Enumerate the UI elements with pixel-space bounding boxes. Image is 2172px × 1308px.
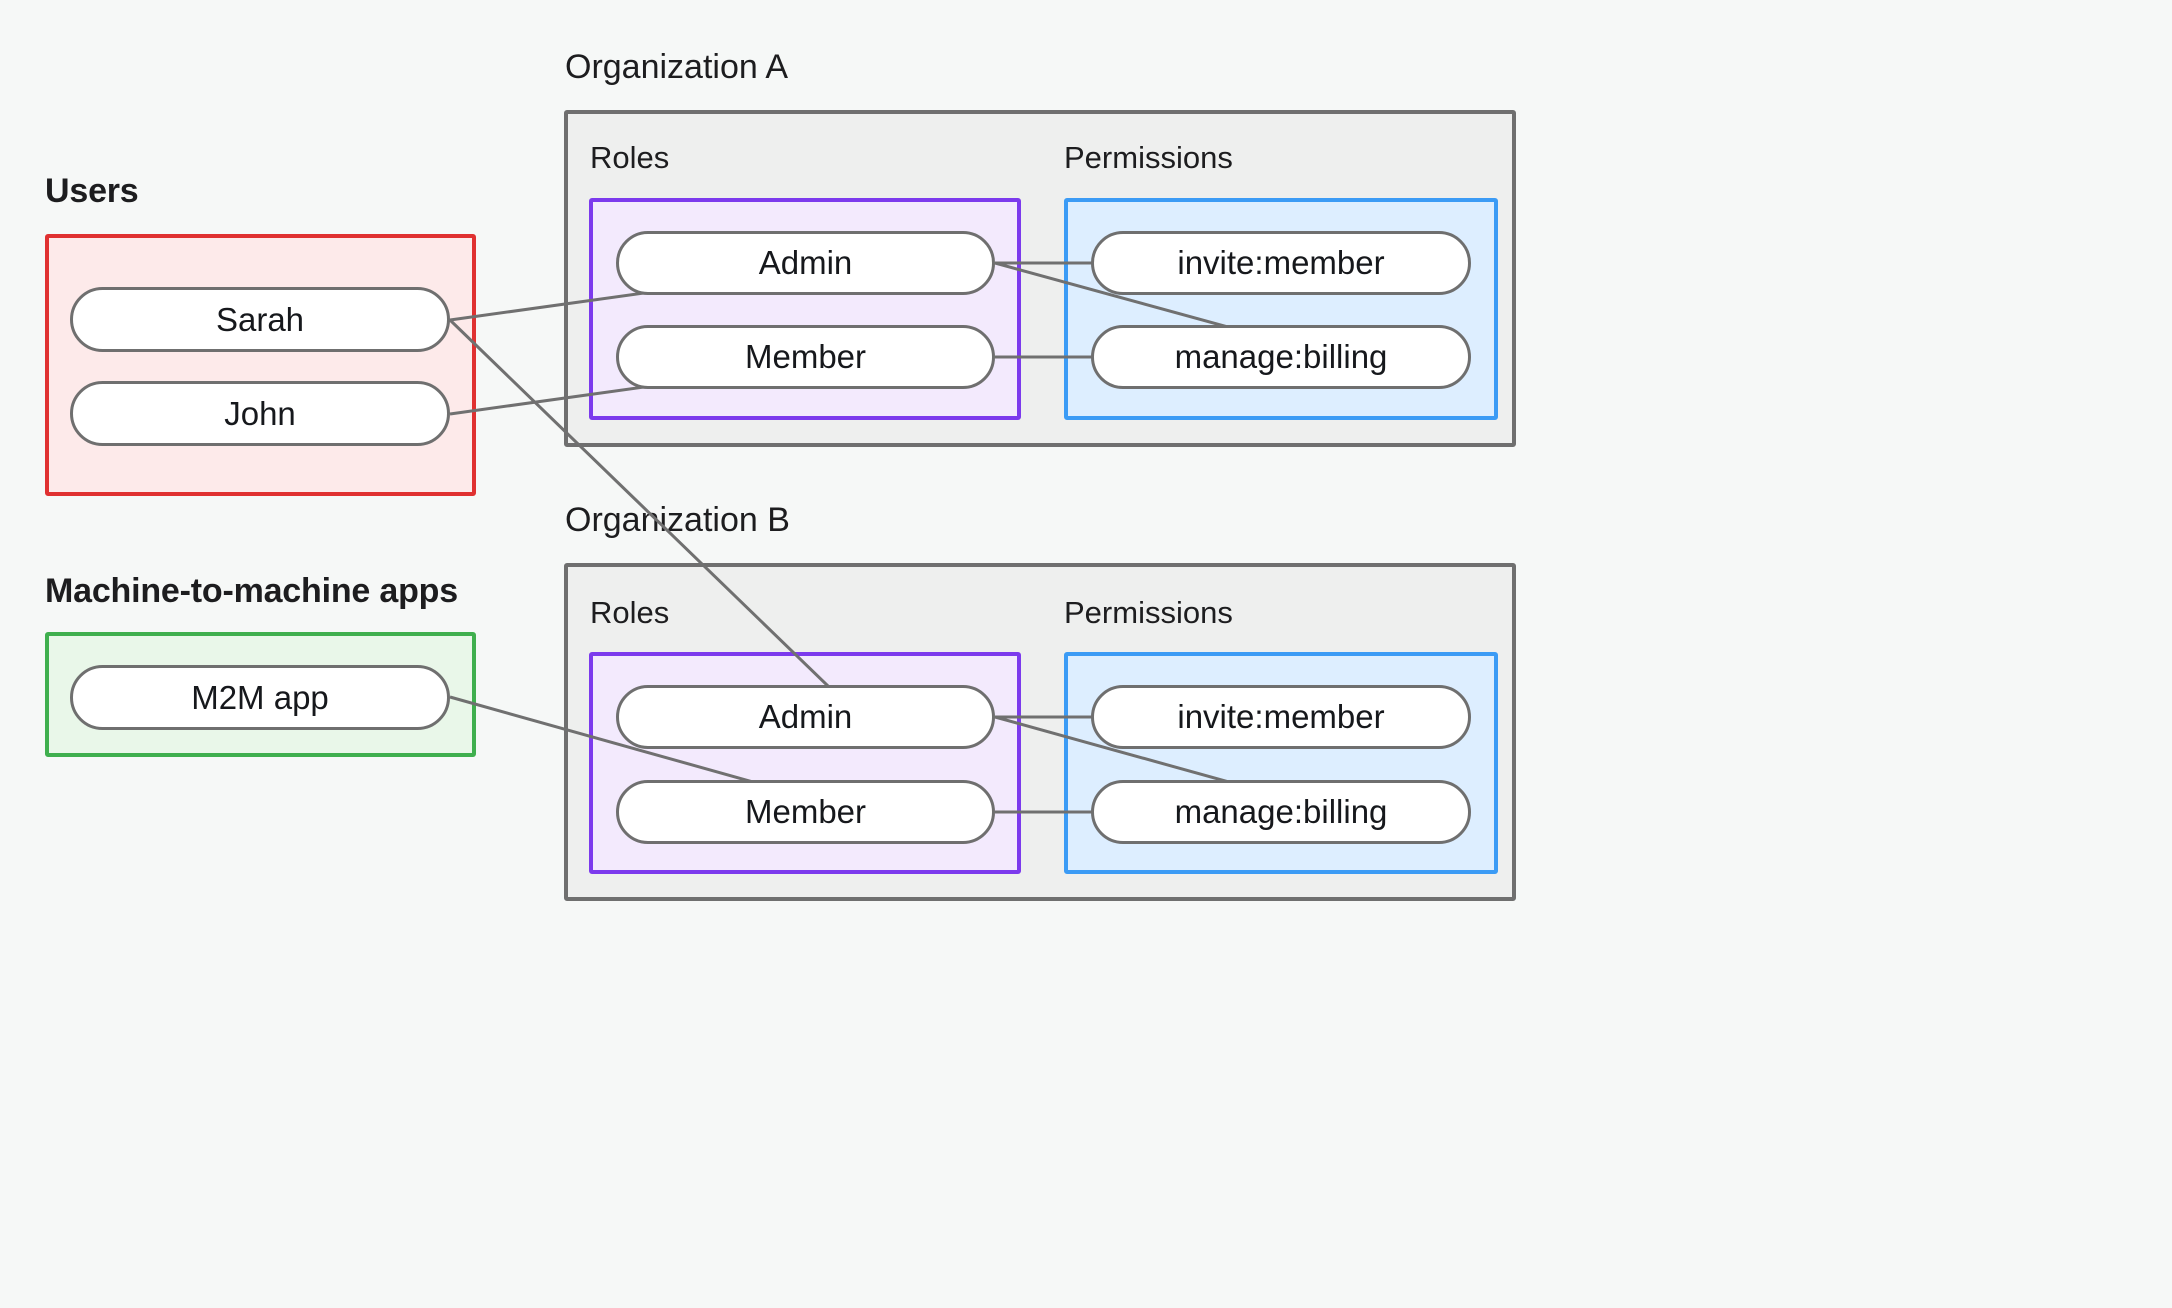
organization-a-role-admin-label: Admin: [758, 244, 853, 281]
organization-a-role-member[interactable]: Member: [616, 325, 995, 389]
m2m-group-label: Machine-to-machine apps: [45, 572, 458, 610]
organization-a-role-admin[interactable]: Admin: [616, 231, 995, 295]
user-node-john-label: John: [224, 394, 296, 432]
m2m-node-app[interactable]: M2M app: [70, 665, 450, 730]
m2m-node-app-label: M2M app: [191, 678, 329, 716]
organization-a-permission-manage-billing[interactable]: manage:billing: [1091, 325, 1471, 389]
organization-b-permission-invite-member[interactable]: invite:member: [1091, 685, 1471, 749]
organization-b-label: Organization B: [565, 501, 790, 539]
organization-a-permission-invite-member[interactable]: invite:member: [1091, 231, 1471, 295]
organization-a-permission-manage-billing-label: manage:billing: [1174, 338, 1388, 375]
organization-b-permission-invite-member-label: invite:member: [1177, 698, 1385, 735]
organization-b-role-member[interactable]: Member: [616, 780, 995, 844]
user-node-john[interactable]: John: [70, 381, 450, 446]
organization-a-roles-label: Roles: [590, 140, 670, 175]
user-node-sarah-label: Sarah: [215, 300, 305, 338]
user-node-sarah[interactable]: Sarah: [70, 287, 450, 352]
users-group-label: Users: [45, 172, 139, 210]
organization-a-permission-invite-member-label: invite:member: [1177, 244, 1385, 281]
organization-a-label: Organization A: [565, 48, 789, 86]
organization-b-permissions-label: Permissions: [1064, 595, 1233, 630]
organization-b-roles-label: Roles: [590, 595, 670, 630]
organization-b-role-admin[interactable]: Admin: [616, 685, 995, 749]
users-group-box: [45, 234, 476, 496]
organization-b-permission-manage-billing-label: manage:billing: [1174, 793, 1388, 830]
organization-a-role-member-label: Member: [744, 338, 867, 375]
organization-a-permissions-label: Permissions: [1064, 140, 1233, 175]
organization-b-role-member-label: Member: [744, 793, 867, 830]
organization-b-role-admin-label: Admin: [758, 698, 853, 735]
organization-b-permission-manage-billing[interactable]: manage:billing: [1091, 780, 1471, 844]
